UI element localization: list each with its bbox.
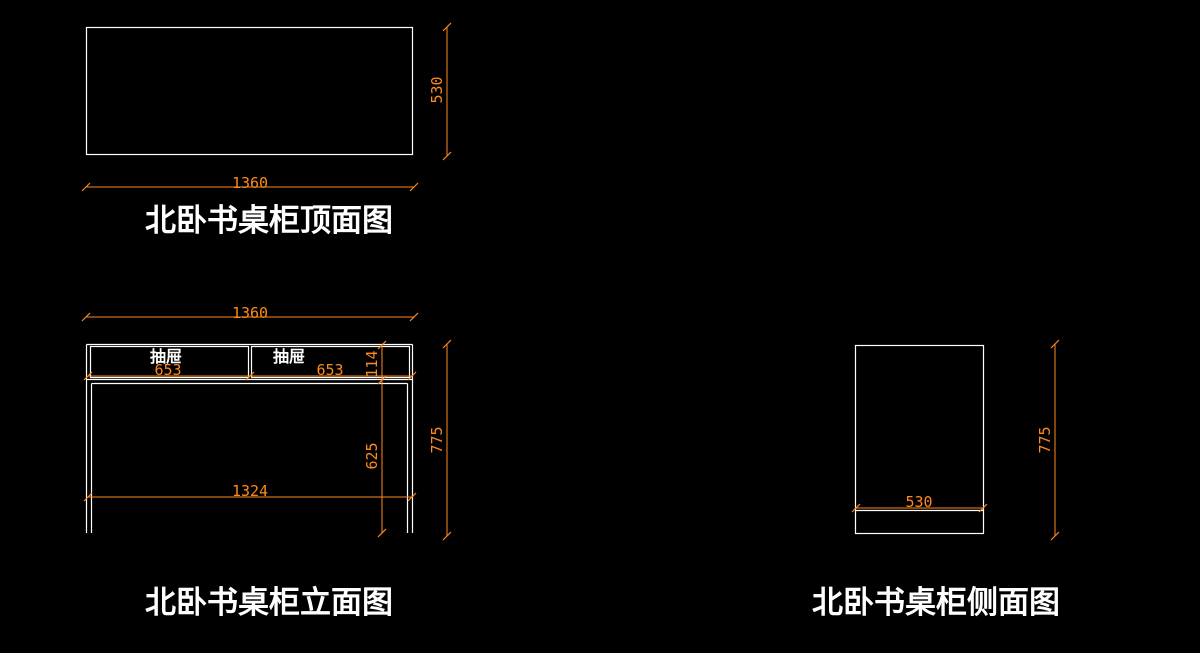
front-view-drawer-left-width: 653 [154,361,181,379]
front-view-drawer-right [250,345,411,379]
top-view-depth-dimension: 530 [428,22,452,161]
front-view-height-dimension: 775 [428,339,452,541]
top-view-depth-value: 530 [428,76,446,103]
front-view-drawer-width-dimensions: 653 653 [83,361,417,381]
front-view-drawer-right-width: 653 [316,361,343,379]
top-view-desk-outline [85,26,414,156]
front-view-inner-width-dimension: 1324 [83,482,417,502]
front-view-leg-height-value: 625 [363,442,381,469]
front-view-width-value: 1360 [232,304,268,322]
front-view-width-dimension: 1360 [81,304,419,322]
front-view-drawer-height-value: 114 [363,350,381,377]
front-view-drawer-left [89,345,250,379]
top-view-width-value: 1360 [232,174,268,192]
front-view-drawer-right-label: 抽屉 [273,347,305,366]
front-view-title: 北卧书桌柜立面图 [145,585,393,621]
front-view-height-value: 775 [428,426,446,453]
side-view: 530 775 北卧书桌柜侧面图 [812,339,1060,621]
side-view-depth-value: 530 [905,493,932,511]
front-view: 1360 抽屉 抽屉 653 653 [81,304,452,621]
side-view-cabinet-outline [854,344,985,535]
top-view: 530 1360 北卧书桌柜顶面图 [81,22,452,239]
top-view-title: 北卧书桌柜顶面图 [145,203,393,239]
top-view-width-dimension: 1360 [81,174,419,192]
side-view-title: 北卧书桌柜侧面图 [812,585,1060,621]
side-view-depth-dimension: 530 [851,493,988,513]
side-view-height-value: 775 [1036,426,1054,453]
front-view-inner-width-value: 1324 [232,482,268,500]
front-view-drawer-left-label: 抽屉 [150,347,182,366]
side-view-height-dimension: 775 [1036,339,1060,541]
front-view-vertical-dimensions: 114 625 [363,340,387,538]
